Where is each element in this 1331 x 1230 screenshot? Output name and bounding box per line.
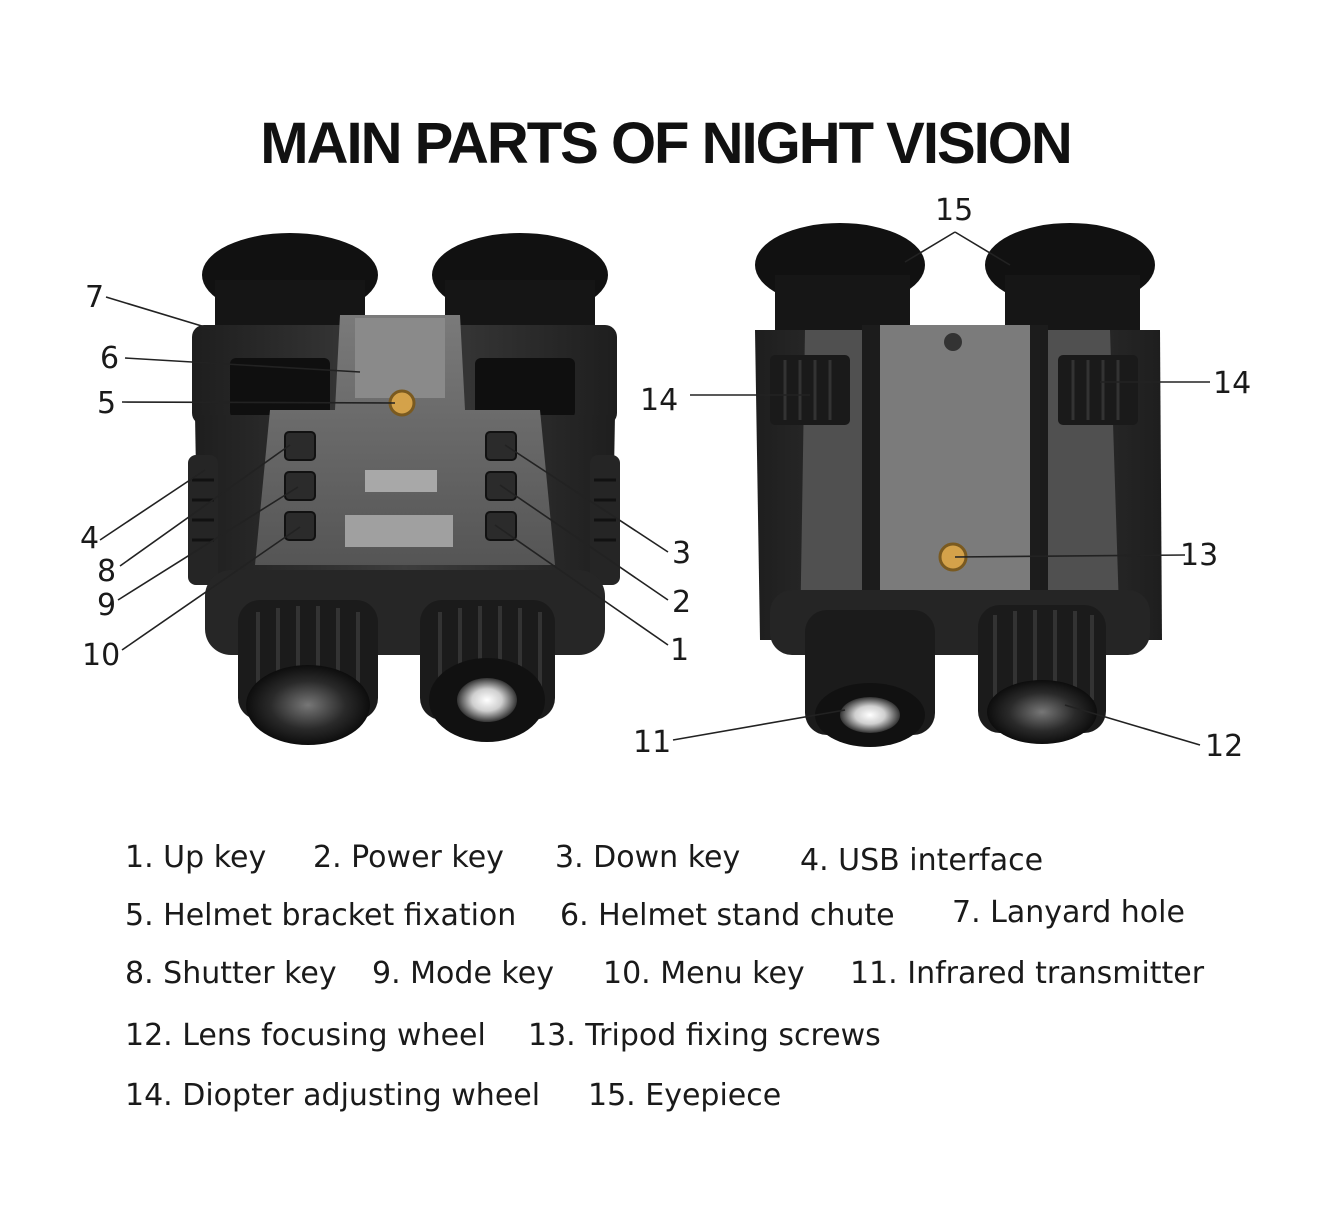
callout-12: 12 <box>1205 729 1243 764</box>
callout-7: 7 <box>85 280 104 315</box>
callout-15: 15 <box>935 193 973 228</box>
night-vision-diagram: 1 2 3 4 5 6 7 8 9 10 11 12 13 14 14 15 <box>80 193 1251 764</box>
callout-5: 5 <box>97 386 116 421</box>
legend-item-13: 13. Tripod fixing screws <box>528 1018 881 1053</box>
legend-item-3: 3. Down key <box>555 840 741 875</box>
infrared-led <box>457 678 517 722</box>
legend-item-9: 9. Mode key <box>372 956 554 991</box>
callout-3: 3 <box>672 536 691 571</box>
helmet-stand-chute <box>255 315 555 565</box>
legend-item-1: 1. Up key <box>125 840 267 875</box>
legend-item-4: 4. USB interface <box>800 843 1044 878</box>
legend-item-2: 2. Power key <box>313 840 504 875</box>
legend-item-6: 6. Helmet stand chute <box>560 898 895 933</box>
legend-item-15: 15. Eyepiece <box>588 1078 782 1113</box>
callout-numbers: 1 2 3 4 5 6 7 8 9 10 11 12 13 14 14 15 <box>80 193 1251 764</box>
legend-item-10: 10. Menu key <box>603 956 805 991</box>
callout-1: 1 <box>670 633 689 668</box>
page-title: MAIN PARTS OF NIGHT VISION <box>260 111 1073 176</box>
callout-8: 8 <box>97 554 116 589</box>
legend-item-11: 11. Infrared transmitter <box>850 956 1205 991</box>
front-view-device <box>188 233 620 745</box>
callout-4: 4 <box>80 521 99 556</box>
callout-9: 9 <box>97 588 116 623</box>
callout-13: 13 <box>1180 538 1218 573</box>
diopter-wheel-right <box>1058 355 1138 425</box>
legend-item-14: 14. Diopter adjusting wheel <box>125 1078 541 1113</box>
legend-item-7: 7. Lanyard hole <box>952 895 1185 930</box>
legend-item-8: 8. Shutter key <box>125 956 337 991</box>
callout-10: 10 <box>82 638 120 673</box>
rear-view-device <box>755 223 1162 747</box>
diopter-wheel-left <box>770 355 850 425</box>
callout-2: 2 <box>672 585 691 620</box>
callout-14-right: 14 <box>1213 366 1251 401</box>
callout-11: 11 <box>633 725 671 760</box>
callout-6: 6 <box>100 341 119 376</box>
leader-lines <box>99 231 1210 746</box>
legend-item-12: 12. Lens focusing wheel <box>125 1018 486 1053</box>
callout-14-left: 14 <box>640 383 678 418</box>
legend-item-5: 5. Helmet bracket fixation <box>125 898 517 933</box>
